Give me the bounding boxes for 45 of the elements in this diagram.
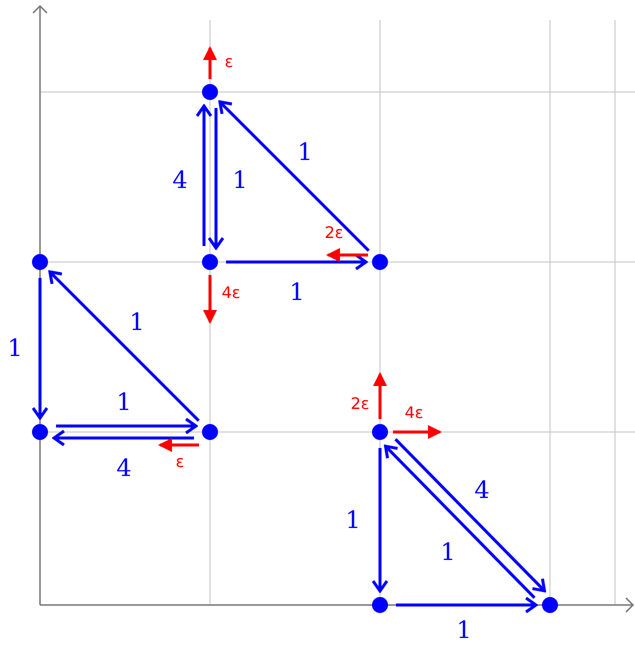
- edge-label: ε: [224, 54, 234, 70]
- vertex-dot: [372, 597, 388, 613]
- vertex-dot: [202, 424, 218, 440]
- arrow: [56, 418, 198, 434]
- vertex-dot: [202, 84, 218, 100]
- edge-label: 4ε: [404, 405, 424, 421]
- arrow: [393, 425, 442, 439]
- arrow: [32, 278, 48, 420]
- arrow: [396, 596, 538, 614]
- edge-label: 1: [440, 540, 456, 564]
- arrow: [158, 438, 199, 452]
- arrow: [203, 275, 217, 324]
- arrow: [394, 438, 546, 592]
- arrow: [48, 270, 200, 422]
- edge-label: 1: [232, 168, 248, 192]
- arrow: [52, 430, 194, 446]
- edge-label: 1: [7, 336, 23, 360]
- edge-label: 1: [116, 390, 132, 414]
- vertex-dot: [202, 254, 218, 270]
- vertex-dot: [542, 597, 558, 613]
- arrow: [326, 248, 368, 262]
- arrow: [196, 104, 212, 246]
- arrow: [226, 254, 368, 270]
- edge-label: 2ε: [324, 225, 344, 241]
- edge-label: 1: [289, 280, 305, 304]
- vertex-dot: [32, 424, 48, 440]
- arrow: [372, 448, 388, 592]
- arrow: [203, 46, 217, 79]
- arrow: [373, 372, 387, 419]
- vertex-dot: [372, 254, 388, 270]
- vertex-dot: [32, 254, 48, 270]
- arrow: [218, 100, 370, 252]
- edge-label: 1: [129, 310, 145, 334]
- vertex-dot: [372, 424, 388, 440]
- edge-label: ε: [176, 454, 184, 470]
- edge-label: 4: [172, 168, 188, 192]
- edge-label: 1: [456, 618, 472, 642]
- edge-label: 2ε: [350, 396, 370, 412]
- edge-label: 1: [345, 508, 361, 532]
- edge-label: 4: [116, 456, 132, 480]
- edge-label: 4ε: [222, 285, 240, 301]
- edge-label: 1: [297, 140, 313, 164]
- arrow: [208, 108, 224, 250]
- arrow: [384, 444, 536, 599]
- edge-label: 4: [474, 478, 490, 502]
